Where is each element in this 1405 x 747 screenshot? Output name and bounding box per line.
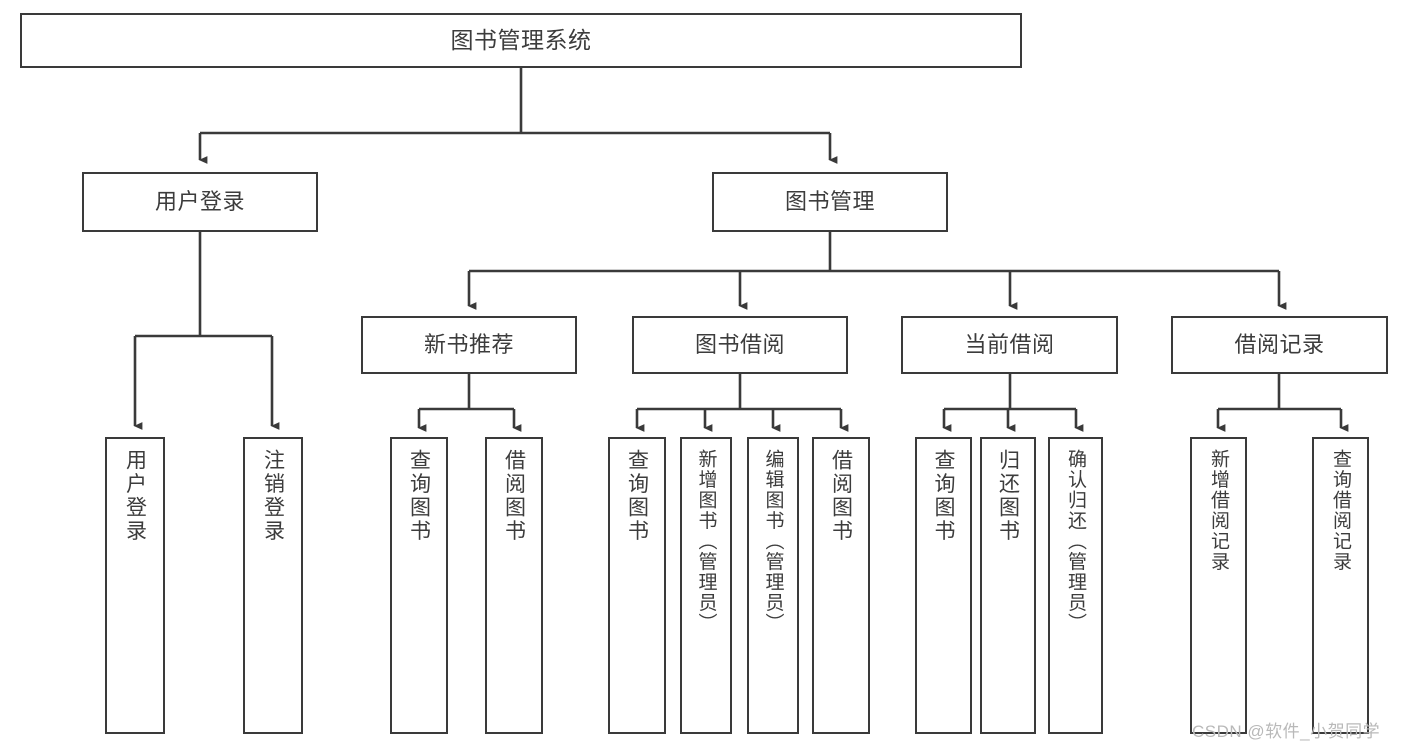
leaf-borrow-record-add[interactable]: 新增借阅记录 xyxy=(1190,437,1247,734)
node-label: 注销登录 xyxy=(261,449,285,543)
node-label: 确认归还（管理员） xyxy=(1065,449,1086,634)
node-label: 借阅图书 xyxy=(502,449,526,543)
node-root-system[interactable]: 图书管理系统 xyxy=(20,13,1022,68)
node-label: 图书借阅 xyxy=(694,332,785,358)
leaf-user-login-login[interactable]: 用户登录 xyxy=(105,437,165,734)
leaf-book-borrow-query[interactable]: 查询图书 xyxy=(608,437,666,734)
node-current-borrow[interactable]: 当前借阅 xyxy=(901,316,1118,374)
node-label: 当前借阅 xyxy=(964,332,1055,358)
leaf-current-borrow-query[interactable]: 查询图书 xyxy=(915,437,972,734)
node-label: 查询图书 xyxy=(407,449,431,543)
leaf-borrow-record-query[interactable]: 查询借阅记录 xyxy=(1312,437,1369,734)
leaf-book-borrow-borrow[interactable]: 借阅图书 xyxy=(812,437,870,734)
leaf-current-borrow-return[interactable]: 归还图书 xyxy=(980,437,1036,734)
node-book-management[interactable]: 图书管理 xyxy=(712,172,948,232)
leaf-book-borrow-add[interactable]: 新增图书（管理员） xyxy=(680,437,732,734)
node-label: 查询借阅记录 xyxy=(1330,449,1351,572)
leaf-new-book-borrow[interactable]: 借阅图书 xyxy=(485,437,543,734)
node-book-borrow[interactable]: 图书借阅 xyxy=(632,316,848,374)
leaf-user-login-logout[interactable]: 注销登录 xyxy=(243,437,303,734)
node-label: 借阅记录 xyxy=(1234,332,1325,358)
leaf-book-borrow-edit[interactable]: 编辑图书（管理员） xyxy=(747,437,799,734)
node-label: 查询图书 xyxy=(932,449,955,543)
csdn-watermark: CSDN @软件_小贺同学 xyxy=(1192,722,1381,741)
node-label: 新增借阅记录 xyxy=(1208,449,1229,572)
node-label: 用户登录 xyxy=(123,449,147,543)
node-label: 编辑图书（管理员） xyxy=(762,449,784,634)
leaf-current-borrow-confirm-return[interactable]: 确认归还（管理员） xyxy=(1048,437,1103,734)
node-label: 图书管理系统 xyxy=(450,26,592,53)
node-label: 借阅图书 xyxy=(829,449,853,543)
node-borrow-record[interactable]: 借阅记录 xyxy=(1171,316,1388,374)
node-label: 新增图书（管理员） xyxy=(695,449,717,634)
leaf-new-book-query[interactable]: 查询图书 xyxy=(390,437,448,734)
node-label: 归还图书 xyxy=(996,449,1020,543)
node-label: 新书推荐 xyxy=(423,332,514,358)
node-label: 用户登录 xyxy=(154,189,245,215)
node-label: 图书管理 xyxy=(784,189,875,215)
node-user-login[interactable]: 用户登录 xyxy=(82,172,318,232)
node-label: 查询图书 xyxy=(625,449,649,543)
node-new-book-recommend[interactable]: 新书推荐 xyxy=(361,316,577,374)
